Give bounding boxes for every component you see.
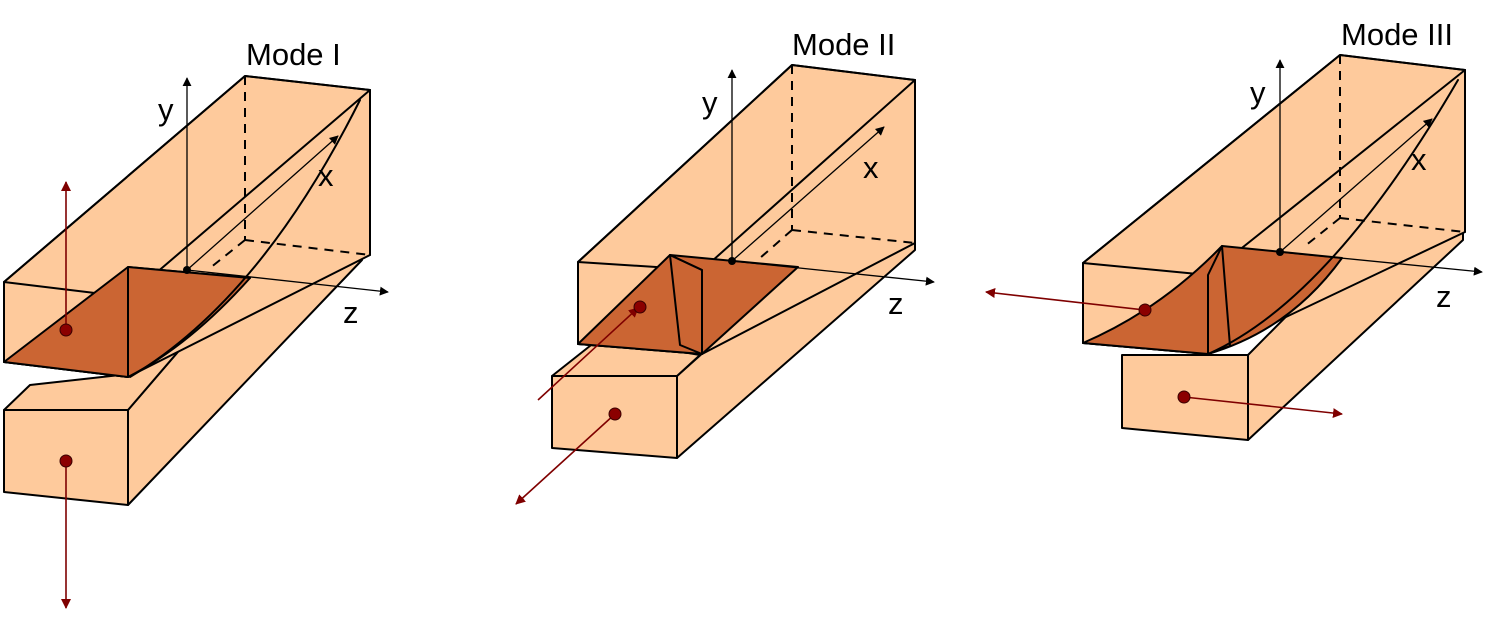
mode-1-axis-y-label: y	[158, 92, 174, 127]
mode-3-title: Mode III	[1341, 17, 1453, 52]
mode-3-axis-z-label: z	[1436, 279, 1452, 314]
mode-1-axes	[182, 77, 389, 296]
mode-1-title: Mode I	[246, 37, 341, 72]
mode-2-axes	[727, 69, 935, 286]
mode-3-panel: y x z Mode III	[985, 17, 1483, 441]
mode-3-axes	[1275, 59, 1483, 276]
mode-2-force-arrows	[515, 300, 647, 505]
mode-1-panel: y x z Mode I	[3, 37, 389, 609]
mode-3-axis-x-label: x	[1411, 142, 1427, 177]
mode-2-axis-y-label: y	[702, 85, 718, 120]
mode-1-force-arrows	[59, 181, 73, 609]
mode-2-axis-z-label: z	[888, 286, 904, 321]
mode-1-axis-x-label: x	[318, 158, 334, 193]
mode-3-force-arrows	[985, 288, 1343, 419]
mode-2-axis-x-label: x	[863, 150, 879, 185]
mode-2-title: Mode II	[792, 27, 895, 62]
mode-3-axis-y-label: y	[1250, 75, 1266, 110]
mode-1-axis-z-label: z	[343, 295, 359, 330]
mode-2-panel: y x z Mode II	[515, 27, 935, 505]
